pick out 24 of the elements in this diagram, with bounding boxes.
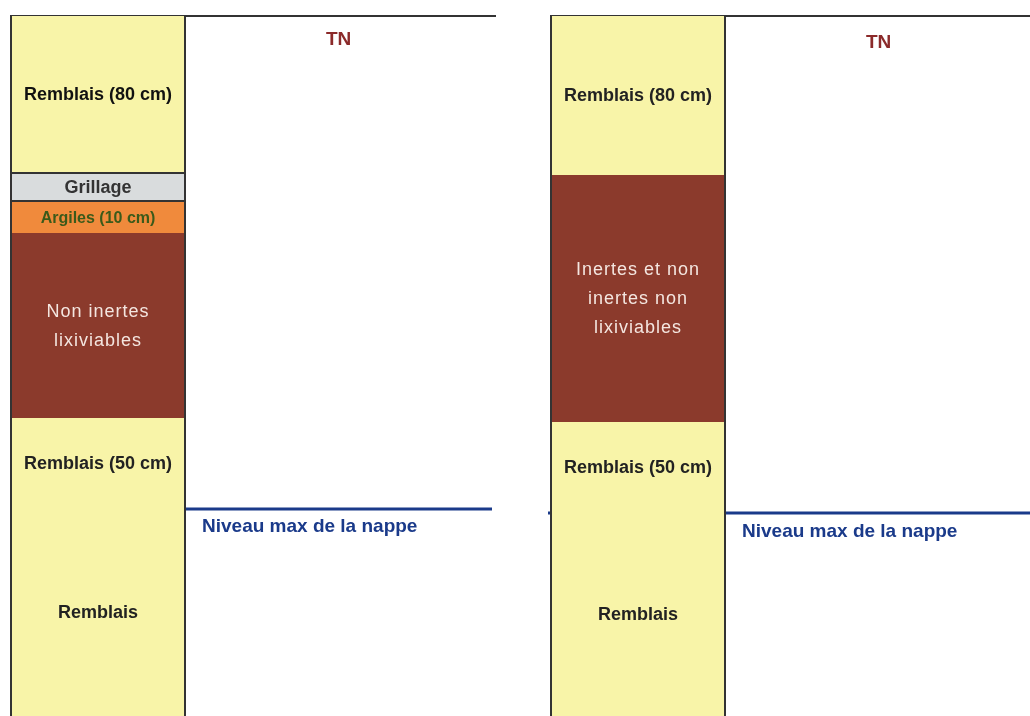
- clay-layer: [10, 200, 186, 233]
- layer-label: Non inertes lixiviables: [45, 299, 151, 352]
- layer-label: Remblais (80 cm): [23, 82, 173, 106]
- fill-layer: [550, 512, 726, 716]
- layer-label: Grillage: [64, 175, 132, 199]
- mesh-layer: [10, 172, 186, 200]
- fill-layer: [10, 418, 186, 508]
- waste-layer: [550, 175, 726, 422]
- ground-level-label: TN: [326, 28, 352, 50]
- fill-layer: [550, 422, 726, 512]
- layer-label: Inertes et non inertes non lixiviables: [574, 258, 702, 339]
- layer-label: Argiles (10 cm): [40, 207, 156, 228]
- water-table-label: Niveau max de la nappe: [742, 520, 958, 542]
- waste-layer: [10, 233, 186, 418]
- water-table-label: Niveau max de la nappe: [202, 515, 418, 537]
- layer-label: Remblais: [57, 600, 138, 624]
- ground-level-label: TN: [866, 31, 892, 53]
- fill-layer: [550, 16, 726, 175]
- layer-label: Remblais (50 cm): [563, 455, 713, 479]
- layer-label: Remblais: [597, 602, 678, 626]
- fill-layer: [10, 16, 186, 172]
- fill-layer: [10, 508, 186, 716]
- layer-label: Remblais (50 cm): [23, 451, 173, 475]
- layer-label: Remblais (80 cm): [563, 84, 713, 108]
